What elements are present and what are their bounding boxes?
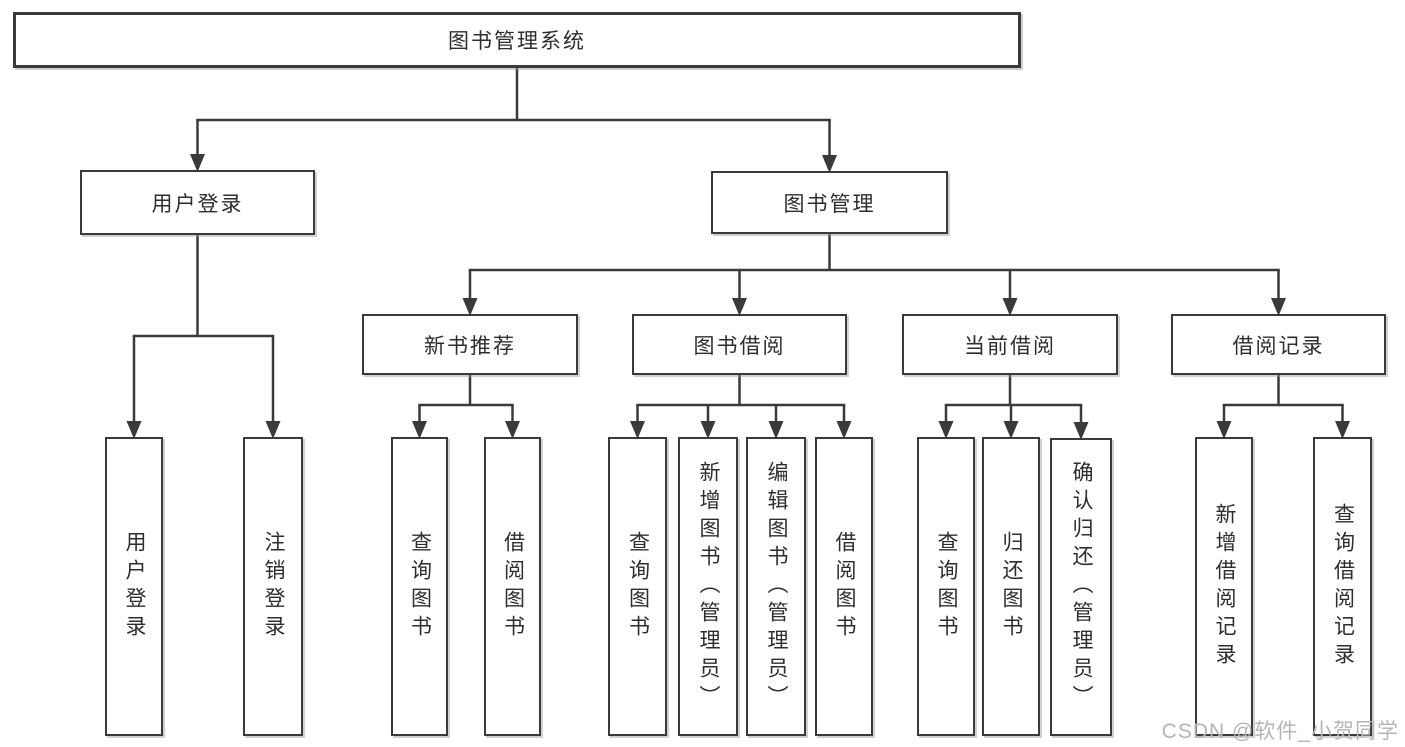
node-new-book-recommend: 新书推荐	[362, 314, 578, 375]
node-label-current-borrowing: 当前借阅	[964, 334, 1056, 358]
node-bb-borrow-books: 借阅图书	[815, 437, 873, 736]
node-label-book-management: 图书管理	[783, 192, 876, 216]
node-cb-confirm-return: 确认归还（管理员）	[1050, 438, 1112, 736]
node-book-borrowing: 图书借阅	[632, 314, 847, 375]
node-nbr-query-books: 查询图书	[391, 437, 448, 736]
node-root: 图书管理系统	[13, 12, 1021, 68]
node-label-cb-return-books: 归还图书	[1000, 530, 1023, 643]
node-label-nbr-borrow-books: 借阅图书	[501, 530, 525, 643]
node-label-bb-borrow-books: 借阅图书	[833, 530, 856, 643]
node-label-br-add-record: 新增借阅记录	[1213, 502, 1236, 671]
node-label-root: 图书管理系统	[448, 30, 586, 53]
node-label-br-query-record: 查询借阅记录	[1331, 502, 1355, 671]
node-label-login: 用户登录	[123, 530, 146, 643]
node-label-nbr-query-books: 查询图书	[408, 530, 432, 643]
node-cb-return-books: 归还图书	[982, 437, 1040, 736]
node-book-management: 图书管理	[711, 171, 948, 234]
node-login: 用户登录	[105, 437, 163, 736]
node-label-cb-confirm-return: 确认归还（管理员）	[1070, 461, 1093, 713]
node-current-borrowing: 当前借阅	[902, 314, 1118, 375]
node-bb-edit-books: 编辑图书（管理员）	[746, 437, 806, 736]
node-label-logout: 注销登录	[262, 530, 285, 643]
node-borrowing-records: 借阅记录	[1171, 314, 1386, 375]
node-nbr-borrow-books: 借阅图书	[484, 437, 541, 736]
node-label-bb-query-books: 查询图书	[626, 530, 650, 643]
node-label-user-login: 用户登录	[151, 192, 244, 216]
node-bb-query-books: 查询图书	[608, 437, 667, 736]
node-label-cb-query-books: 查询图书	[935, 530, 958, 643]
node-cb-query-books: 查询图书	[917, 437, 975, 736]
node-logout: 注销登录	[243, 437, 303, 736]
node-br-query-record: 查询借阅记录	[1313, 437, 1372, 736]
watermark-text: CSDN @软件_小贺同学	[1161, 720, 1399, 743]
node-label-bb-add-books: 新增图书（管理员）	[697, 460, 720, 713]
node-label-borrowing-records: 借阅记录	[1232, 334, 1325, 358]
node-label-new-book-recommend: 新书推荐	[424, 334, 516, 358]
node-user-login: 用户登录	[80, 170, 315, 235]
node-br-add-record: 新增借阅记录	[1195, 437, 1253, 736]
node-label-bb-edit-books: 编辑图书（管理员）	[765, 460, 788, 713]
node-bb-add-books: 新增图书（管理员）	[678, 437, 738, 736]
node-label-book-borrowing: 图书借阅	[693, 334, 786, 358]
